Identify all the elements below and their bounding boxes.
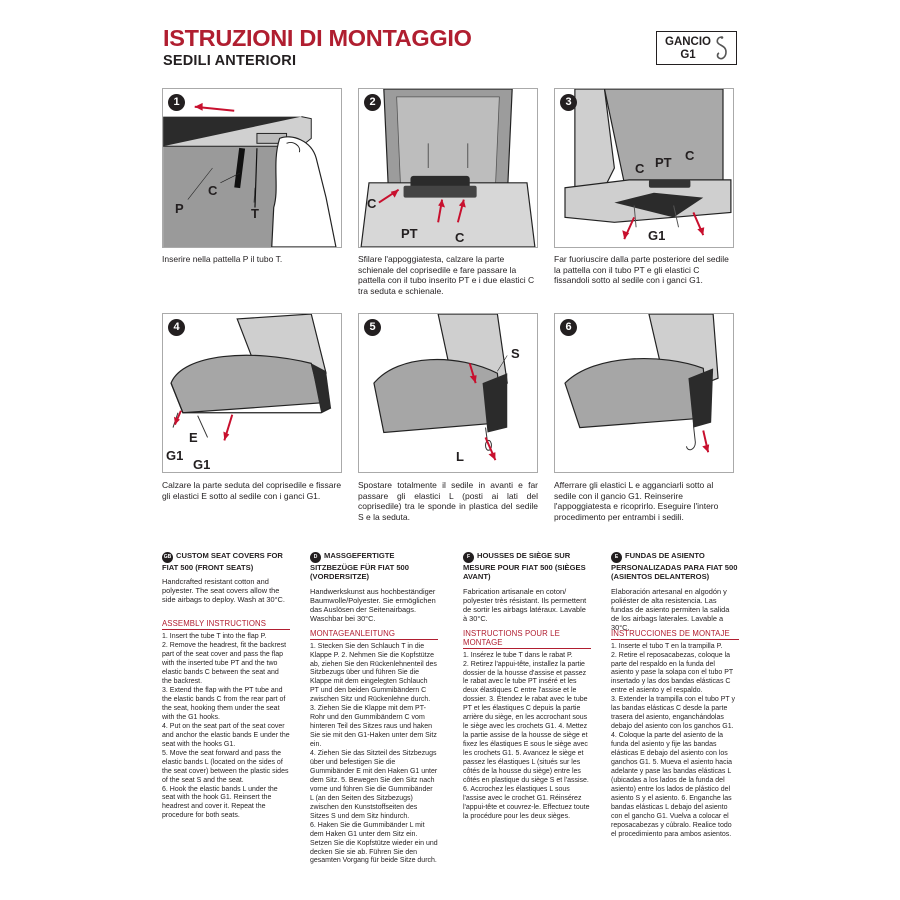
instructions-title-es: INSTRUCCIONES DE MONTAJE: [611, 629, 739, 640]
lang-badge-en: GB: [162, 552, 173, 563]
step-5-caption: Spostare totalmente il sedile in avanti …: [358, 480, 538, 522]
step-1-label-p: P: [175, 201, 184, 216]
step-6-caption: Afferrare gli elastici L e agganciarli s…: [554, 480, 719, 522]
step-4-illustration: 4 E G1 G1: [162, 313, 342, 473]
step-3-label-g1: G1: [648, 228, 666, 243]
step-3-label-c-right: C: [685, 148, 695, 163]
step-5-illustration: 5 S L: [358, 313, 538, 473]
step-4-label-g1-left: G1: [166, 448, 184, 463]
step-2-drawing: [360, 89, 536, 247]
instructions-body-fr: 1. Insérez le tube T dans le rabat P.2. …: [463, 651, 590, 820]
step-5-drawing: [373, 314, 508, 461]
step-2-number: 2: [364, 94, 381, 111]
step-5-label-l: L: [456, 449, 464, 464]
hook-icon: [716, 36, 727, 60]
step-1-drawing: [163, 102, 337, 247]
step-3-label-pt: PT: [655, 155, 672, 170]
step-2-label-pt: PT: [401, 226, 418, 241]
step-1-illustration: 1 P C T: [162, 88, 342, 248]
hook-legend-line2: G1: [680, 49, 696, 61]
instructions-body-en: 1. Insert the tube T into the flap P.2. …: [162, 633, 290, 820]
step-2-label-c-left: C: [367, 196, 377, 211]
step-3-label-c-left: C: [635, 161, 645, 176]
lang-heading-fr-text: HOUSSES DE SIÈGE SUR MESURE POUR FIAT 50…: [463, 551, 586, 582]
lang-description-es: Elaboración artesanal en algodón y polié…: [611, 586, 730, 632]
instructions-title-de: MONTAGEANLEITUNG: [310, 629, 438, 640]
lang-badge-de: D: [310, 552, 321, 563]
step-2-illustration: 2 C PT C: [358, 88, 538, 248]
step-4-caption: Calzare la parte seduta del coprisedile …: [162, 480, 342, 501]
hook-legend-line1: GANCIO: [665, 36, 711, 48]
step-1-label-c: C: [208, 183, 218, 198]
lang-badge-fr: F: [463, 552, 474, 563]
lang-heading-de-text: MASSGEFERTIGTE SITZBEZÜGE FÜR FIAT 500 (…: [310, 551, 410, 582]
step-2-label-c-right: C: [455, 230, 465, 245]
step-3-illustration: 3 C PT C G1: [554, 88, 734, 248]
page-subtitle: SEDILI ANTERIORI: [163, 53, 297, 69]
step-1-number: 1: [168, 94, 185, 111]
step-1-caption: Inserire nella pattella P il tubo T.: [162, 254, 283, 264]
step-4-label-g1-right: G1: [193, 457, 211, 472]
instructions-title-fr: INSTRUCTIONS POUR LE MONTAGE: [463, 629, 591, 649]
step-4-number: 4: [168, 319, 185, 336]
instructions-title-en: ASSEMBLY INSTRUCTIONS: [162, 619, 290, 631]
instructions-body-de: 1. Stecken Sie den Schlauch T in die Kla…: [310, 642, 438, 865]
lang-heading-en-text: CUSTOM SEAT COVERS FOR FIAT 500 (FRONT S…: [162, 551, 283, 572]
lang-badge-es: E: [611, 552, 622, 563]
hook-legend-text: GANCIO G1: [663, 36, 713, 62]
step-5-number: 5: [364, 319, 381, 336]
step-6-number: 6: [560, 319, 577, 336]
step-4-label-e: E: [189, 430, 198, 445]
page-title: ISTRUZIONI DI MONTAGGIO: [163, 25, 472, 51]
step-1-label-t: T: [251, 206, 259, 221]
step-3-drawing: [564, 89, 732, 240]
lang-description-fr: Fabrication artisanale en coton/ polyest…: [463, 586, 587, 623]
step-5-label-s: S: [511, 346, 520, 361]
step-3-caption: Far fuoriuscire dalla parte posteriore d…: [554, 254, 729, 285]
step-6-illustration: 6: [554, 313, 734, 473]
step-3-number: 3: [560, 94, 577, 111]
step-6-drawing: [564, 314, 719, 453]
lang-heading-es-text: FUNDAS DE ASIENTO PERSONALIZADAS PARA FI…: [611, 551, 738, 582]
lang-description-de: Handwerkskunst aus hochbeständiger Baumw…: [310, 586, 436, 623]
lang-description-en: Handcrafted resistant cotton and polyest…: [162, 577, 285, 605]
instructions-body-es: 1. Inserte el tubo T en la trampilla P.2…: [611, 642, 735, 838]
step-4-drawing: [170, 314, 332, 441]
hook-legend-box: GANCIO G1: [656, 31, 737, 65]
step-2-caption: Sfilare l'appoggiatesta, calzare la part…: [358, 254, 535, 296]
